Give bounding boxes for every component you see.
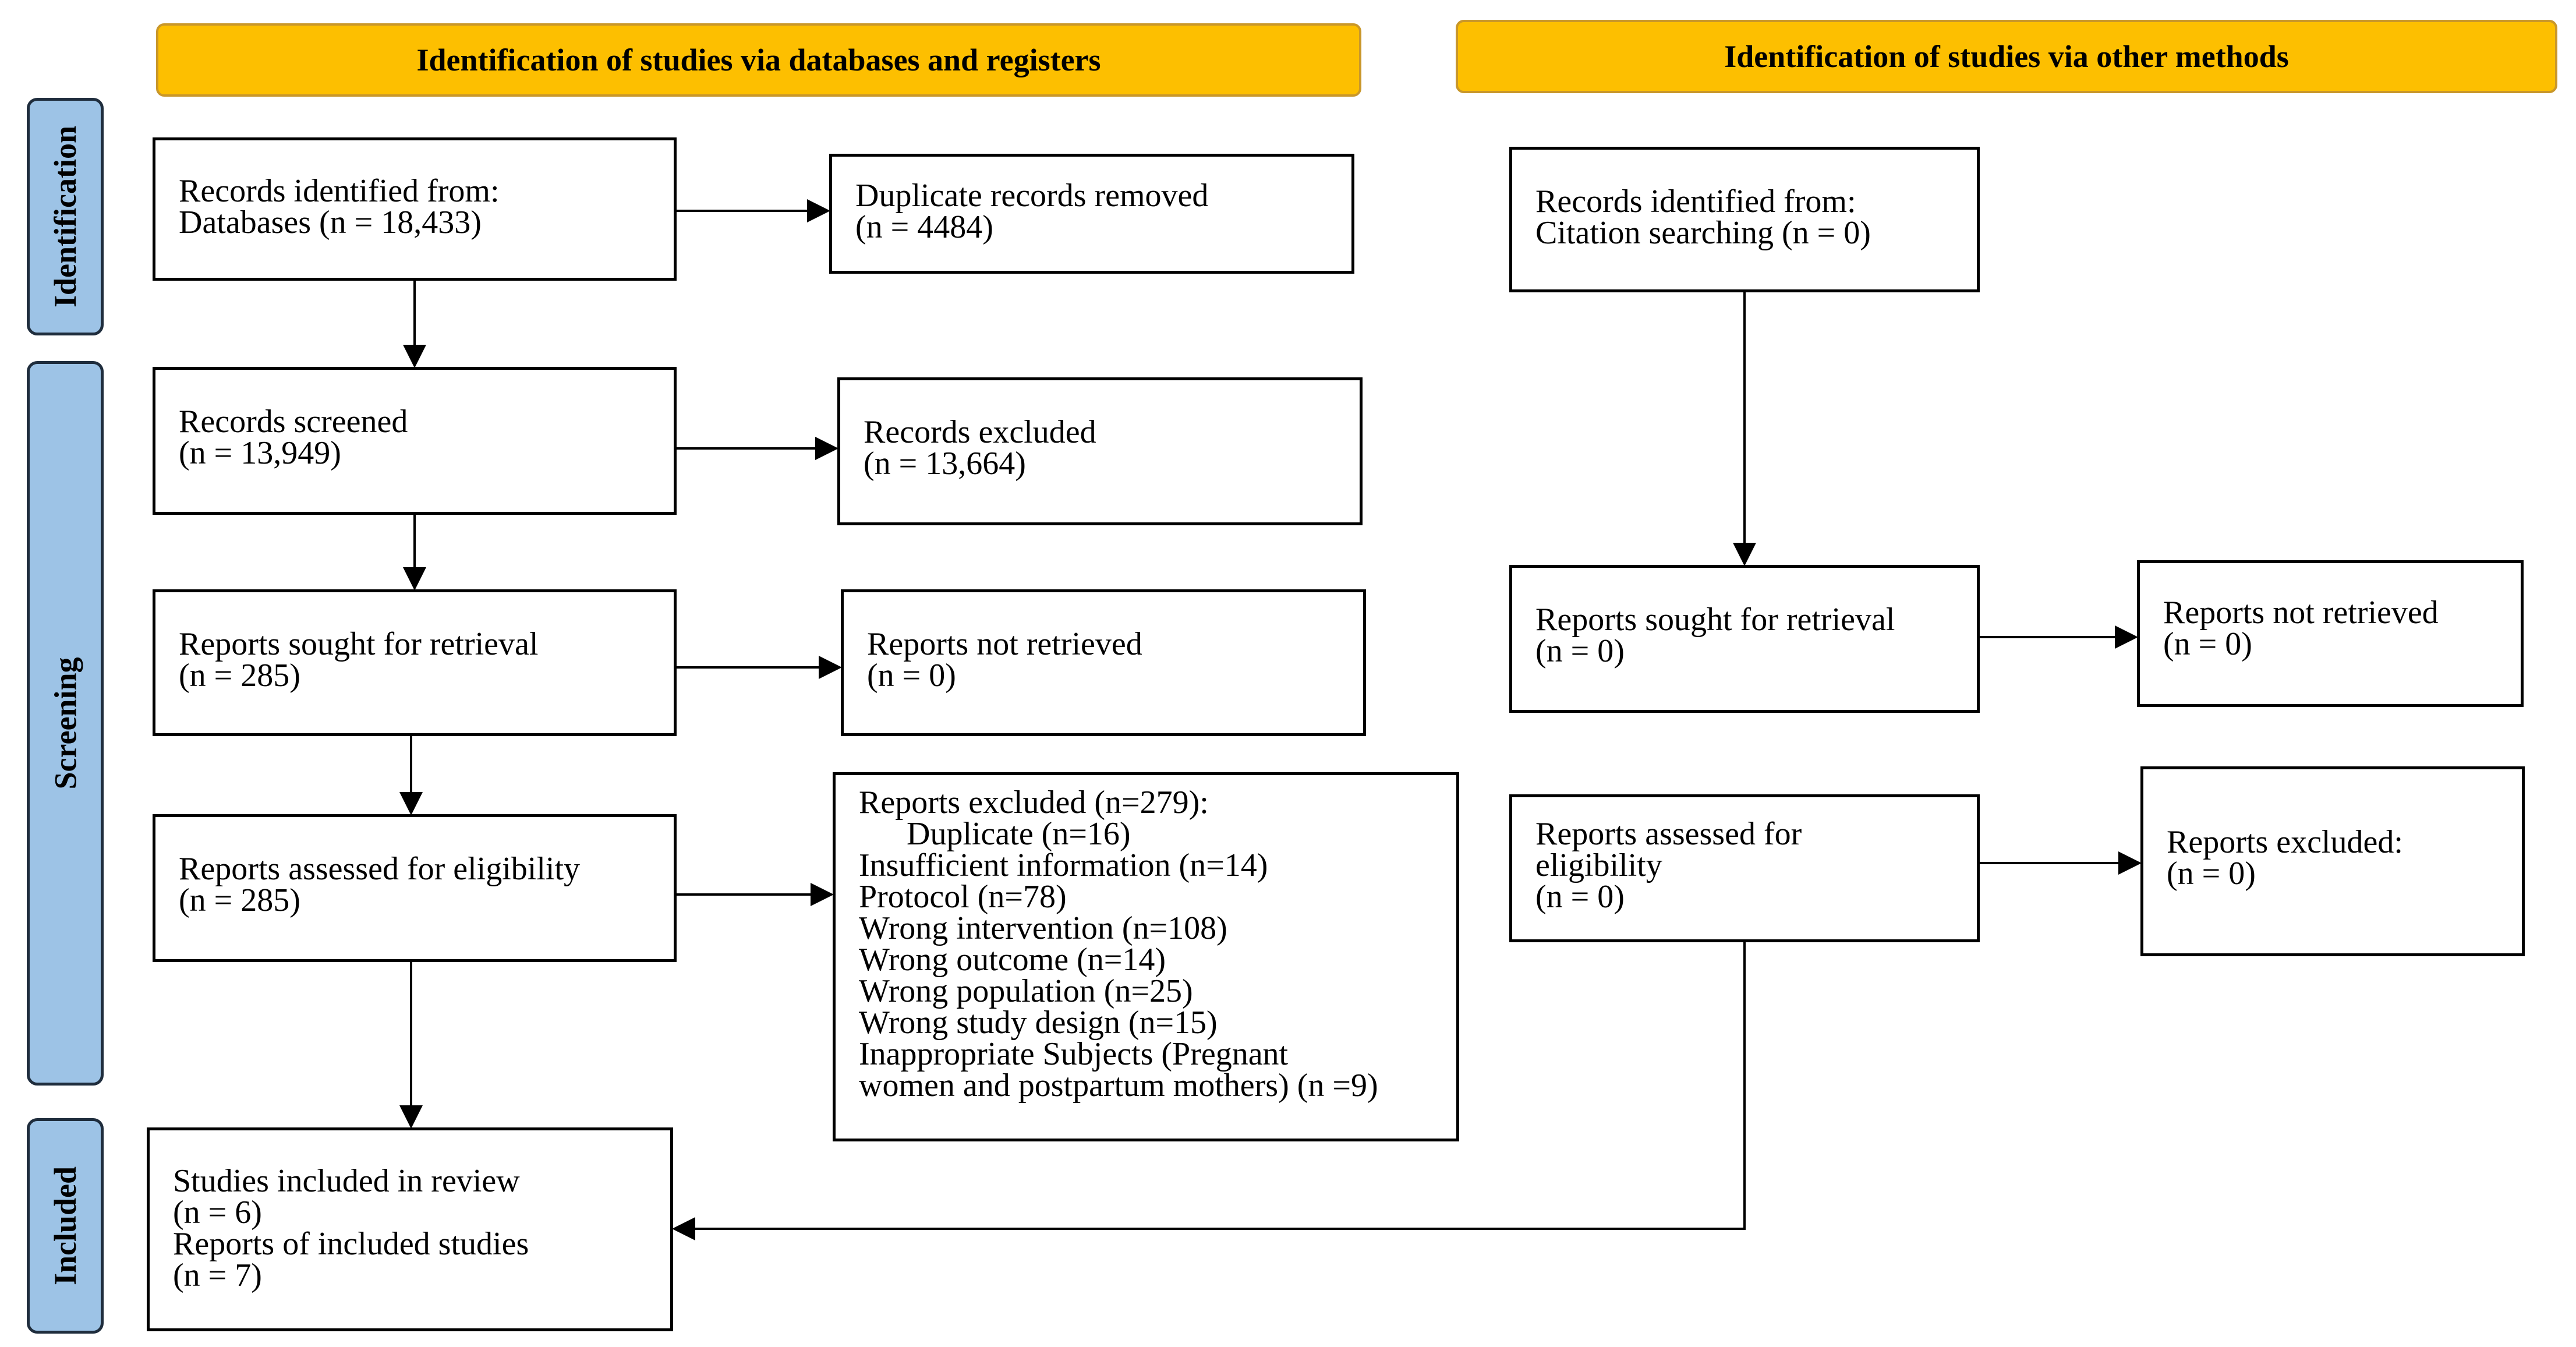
box-text-line: (n = 0) [2167,855,2256,892]
box-records-identified: Records identified from: Databases (n = … [153,137,677,281]
box-text-line: Studies included in review [173,1163,520,1199]
box-text-line: Reports not retrieved [867,626,1142,662]
box-text-line: (n = 285) [179,657,300,694]
box-text-line: Wrong study design (n=15) [859,1005,1218,1041]
box-text-line: (n = 0) [2163,626,2252,662]
box-text-line: Wrong population (n=25) [859,973,1193,1009]
box-text-line: Records screened [179,404,408,440]
box-text-line: (n = 7) [173,1257,262,1293]
box-records-screened: Records screened (n = 13,949) [153,367,677,515]
box-other-reports-not-retrieved: Reports not retrieved (n = 0) [2137,560,2524,707]
box-text-line: Reports excluded (n=279): [859,784,1209,821]
box-text-line: Wrong outcome (n=14) [859,942,1166,978]
box-text-line: Reports not retrieved [2163,595,2439,631]
header-databases: Identification of studies via databases … [156,23,1361,97]
box-other-reports-sought: Reports sought for retrieval (n = 0) [1509,565,1980,713]
header-databases-label: Identification of studies via databases … [416,43,1101,77]
box-text-line: (n = 0) [1535,633,1625,669]
box-text-line: Records excluded [864,414,1096,450]
box-text-line: Reports excluded: [2167,824,2403,860]
phase-identification: Identification [27,98,104,335]
box-text-line: (n = 0) [867,657,956,694]
box-reports-sought: Reports sought for retrieval (n = 285) [153,589,677,736]
box-text-line: Reports assessed for [1535,816,1802,852]
box-other-records-identified: Records identified from: Citation search… [1509,147,1980,292]
box-text-line: (n = 13,949) [179,435,341,471]
box-text-line: Records identified from: [179,173,500,209]
header-other-label: Identification of studies via other meth… [1724,39,2289,74]
box-studies-included: Studies included in review (n = 6) Repor… [147,1127,673,1331]
box-text-line: Reports sought for retrieval [179,626,539,662]
box-text-line: Citation searching (n = 0) [1535,215,1871,251]
box-text-line: eligibility [1535,847,1662,883]
box-duplicates-removed: Duplicate records removed (n = 4484) [829,154,1354,274]
box-text-line: Reports sought for retrieval [1535,602,1895,638]
box-text-line: (n = 13,664) [864,446,1026,482]
arrow-other-to-studies-included [672,942,1746,1240]
box-text-line: (n = 4484) [855,209,993,245]
box-text-line: Insufficient information (n=14) [859,847,1268,883]
box-text-line: (n = 0) [1535,879,1625,915]
box-other-reports-excluded: Reports excluded: (n = 0) [2140,766,2525,956]
box-text-line: Reports assessed for eligibility [179,851,581,887]
box-text-line: Wrong intervention (n=108) [859,910,1227,946]
box-text-line: Reports of included studies [173,1226,529,1262]
box-text-line: (n = 285) [179,882,300,918]
box-text-line: Protocol (n=78) [859,879,1067,915]
box-text-line: Duplicate records removed [855,178,1209,214]
box-reports-assessed: Reports assessed for eligibility (n = 28… [153,814,677,962]
box-reports-not-retrieved: Reports not retrieved (n = 0) [841,589,1366,736]
box-other-reports-assessed: Reports assessed for eligibility (n = 0) [1509,794,1980,942]
box-text-line: Duplicate (n=16) [907,816,1131,852]
box-text-line: (n = 6) [173,1194,262,1231]
box-text-line: women and postpartum mothers) (n =9) [859,1067,1378,1104]
box-text-line: Records identified from: [1535,183,1856,220]
box-text-line: Inappropriate Subjects (Pregnant [859,1036,1289,1072]
box-text-line: Databases (n = 18,433) [179,204,482,241]
phase-included: Included [27,1118,104,1334]
header-other-methods: Identification of studies via other meth… [1456,20,2557,93]
phase-screening: Screening [27,361,104,1086]
box-records-excluded: Records excluded (n = 13,664) [837,377,1363,525]
box-reports-excluded: Reports excluded (n=279): Duplicate (n=1… [833,772,1459,1141]
